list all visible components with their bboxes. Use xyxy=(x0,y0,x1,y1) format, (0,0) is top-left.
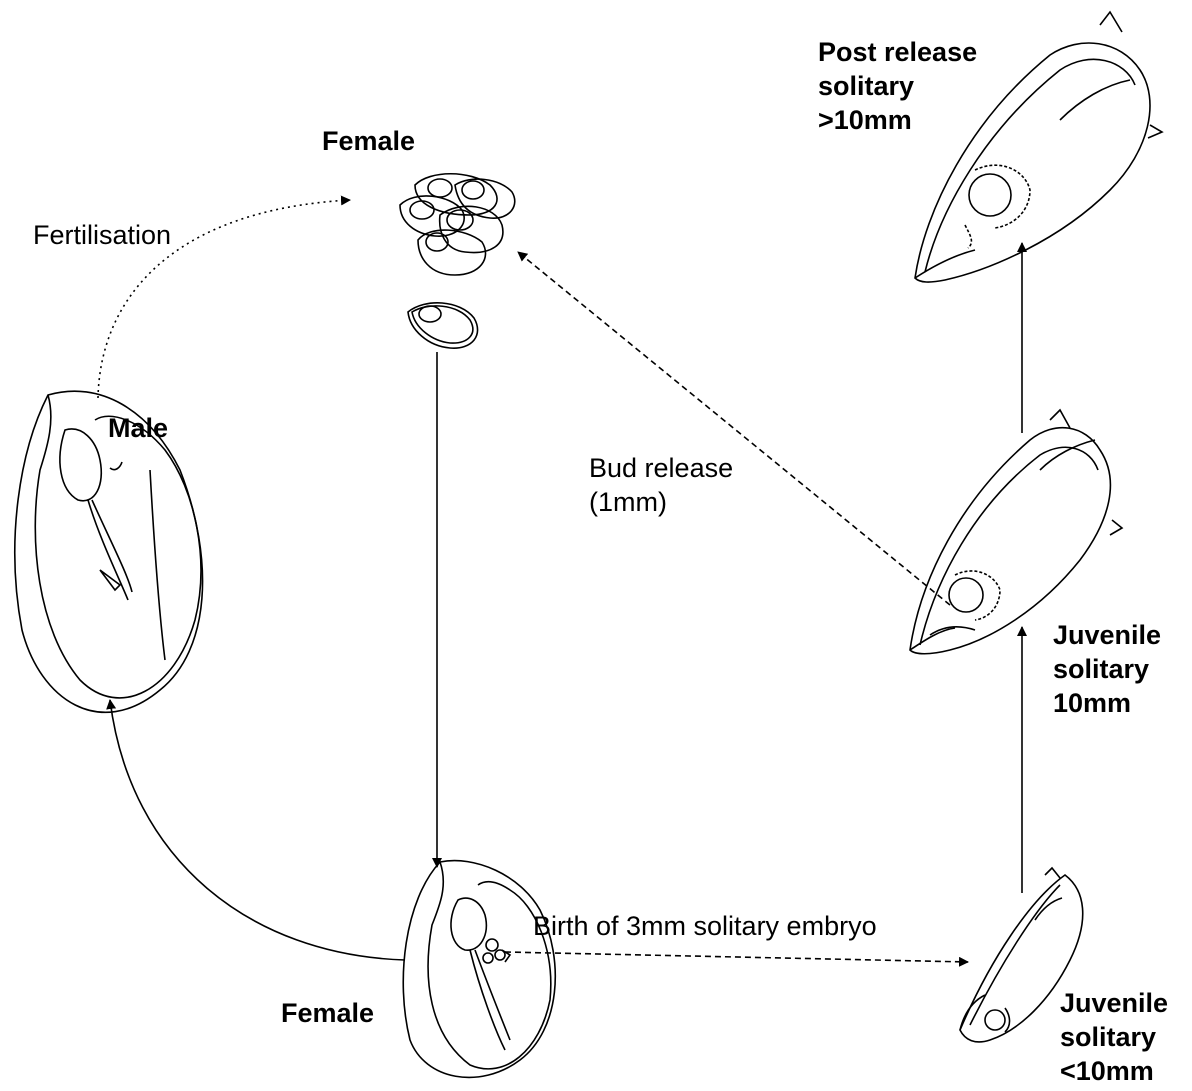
label-juvenile-solitary-lt10mm: Juvenile solitary <10mm xyxy=(1060,986,1168,1088)
label-female-top: Female xyxy=(322,124,415,158)
label-post-release-solitary: Post release solitary >10mm xyxy=(818,35,977,137)
birth-arrow xyxy=(505,952,968,962)
label-male: Male xyxy=(108,411,168,445)
female-with-embryo-drawing xyxy=(403,861,555,1078)
label-birth: Birth of 3mm solitary embryo xyxy=(533,909,877,943)
female-aggregate-cluster xyxy=(400,174,515,275)
label-fertilisation: Fertilisation xyxy=(33,218,171,252)
bud-release-arrow xyxy=(518,252,950,605)
label-juvenile-solitary-10mm: Juvenile solitary 10mm xyxy=(1053,618,1161,720)
label-female-bottom: Female xyxy=(281,996,374,1030)
female-to-male-arrow xyxy=(110,700,405,960)
label-bud-release: Bud release (1mm) xyxy=(589,451,733,519)
female-aggregate-single xyxy=(408,303,478,348)
